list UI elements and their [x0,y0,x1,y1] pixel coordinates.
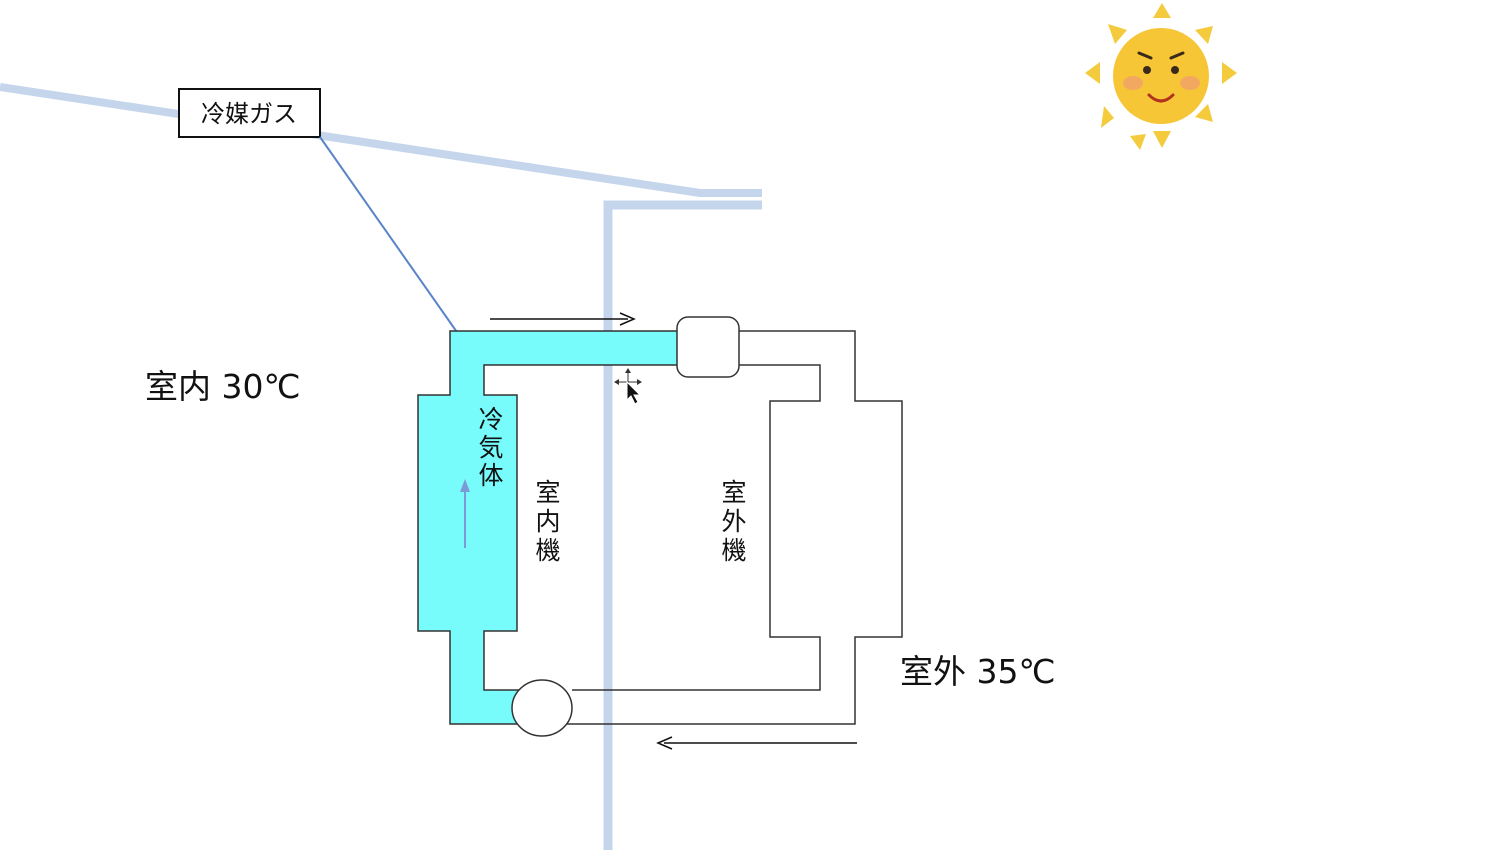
callout-box [178,88,321,138]
svg-text:機: 機 [535,536,560,565]
svg-text:体: 体 [478,461,503,490]
outdoor-temperature-label: 室外 35℃ [900,652,1056,691]
expansion-valve-circle [511,679,573,737]
svg-text:気: 気 [478,433,503,462]
outer-pipe-outline [542,330,903,725]
indoor-unit [417,330,679,725]
flow-arrow-top [490,312,636,326]
indoor-temperature-label: 室内 30℃ [145,367,301,406]
inner-flow-arrowhead [460,479,470,492]
outdoor-unit [542,330,903,725]
svg-text:外: 外 [721,507,746,536]
svg-text:冷: 冷 [478,405,503,434]
house-outline [0,83,762,850]
inner-pipe-outline [572,364,821,691]
refrigerant-gas-callout: 冷媒ガス [178,88,467,346]
compressor-box [676,316,740,378]
outdoor-unit-vertical-label: 室 外 機 [721,478,746,565]
callout-leader-line [319,136,467,346]
roof-line [0,83,762,197]
svg-text:内: 内 [535,507,560,536]
indoor-unit-body [417,330,679,725]
flow-arrow-bottom [656,736,857,750]
indoor-unit-vertical-label: 室 内 機 [535,478,560,565]
sun-face-icon [1085,3,1237,150]
wall-line [603,200,762,850]
svg-text:室: 室 [721,478,746,507]
move-cursor-icon [614,368,642,405]
cold-gas-vertical-label: 冷 気 体 [478,405,503,490]
callout-label: 冷媒ガス [201,100,297,128]
svg-text:機: 機 [721,536,746,565]
svg-text:室: 室 [535,478,560,507]
